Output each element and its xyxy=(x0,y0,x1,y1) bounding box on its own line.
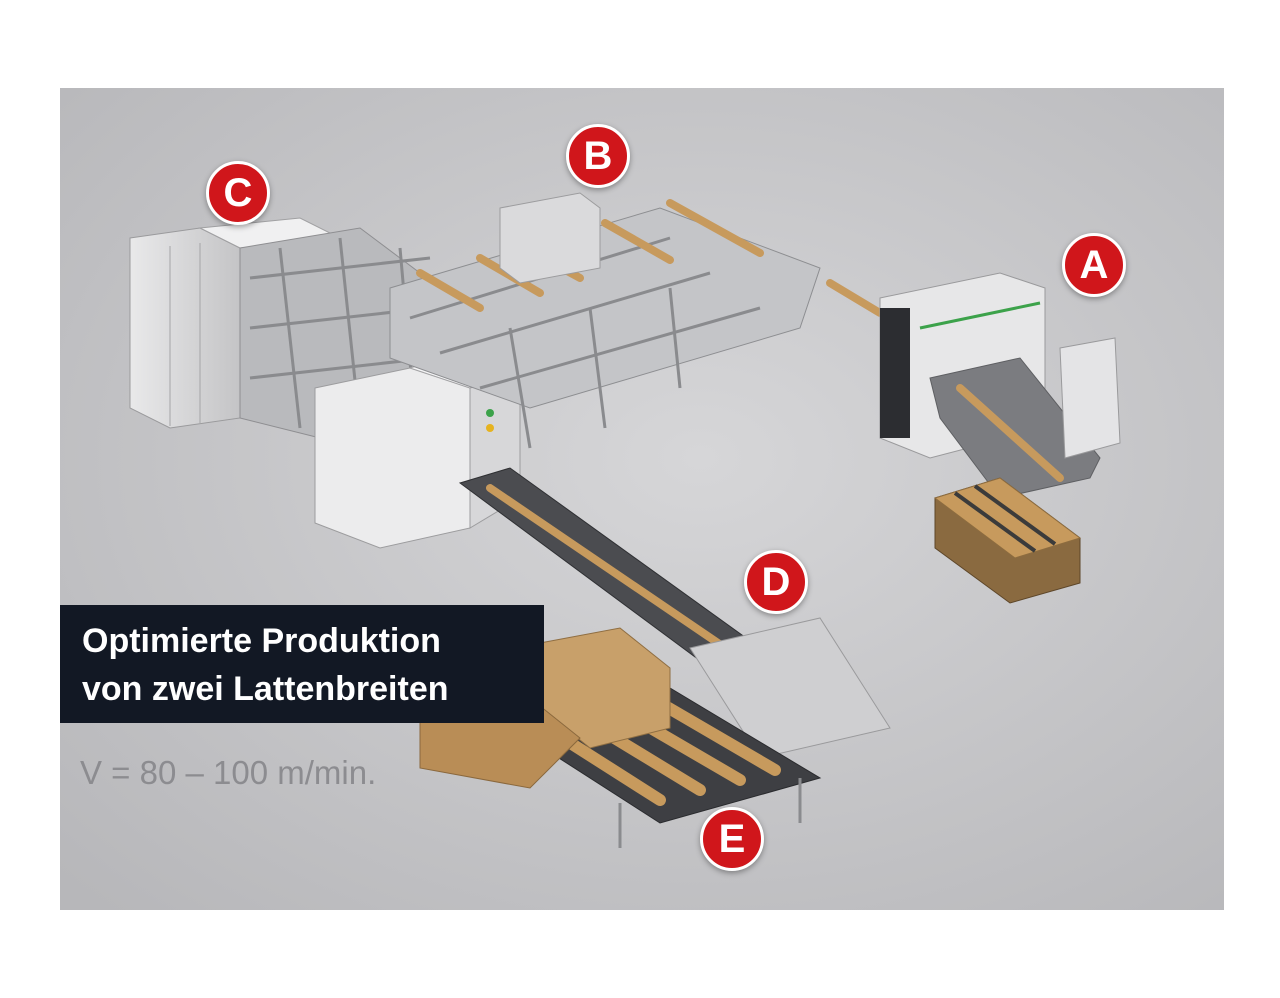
machine-b xyxy=(389,192,884,449)
marker-a: A xyxy=(1062,233,1126,297)
production-line-image: C B A D E Optimierte Produktion von zwei… xyxy=(60,88,1224,910)
wood-stack-a xyxy=(933,477,1082,604)
marker-c: C xyxy=(206,161,270,225)
speed-label: V = 80 – 100 m/min. xyxy=(80,754,377,791)
marker-d: D xyxy=(744,550,808,614)
marker-b: B xyxy=(566,124,630,188)
marker-e: E xyxy=(700,807,764,871)
conveyor-d xyxy=(458,467,891,759)
machine-a xyxy=(879,272,1121,499)
caption-line-1: Optimierte Produktion xyxy=(82,622,441,660)
production-line-illustration xyxy=(60,88,1224,910)
caption-box: Optimierte Produktion von zwei Lattenbre… xyxy=(60,605,544,723)
caption-line-2: von zwei Lattenbreiten xyxy=(82,670,449,708)
